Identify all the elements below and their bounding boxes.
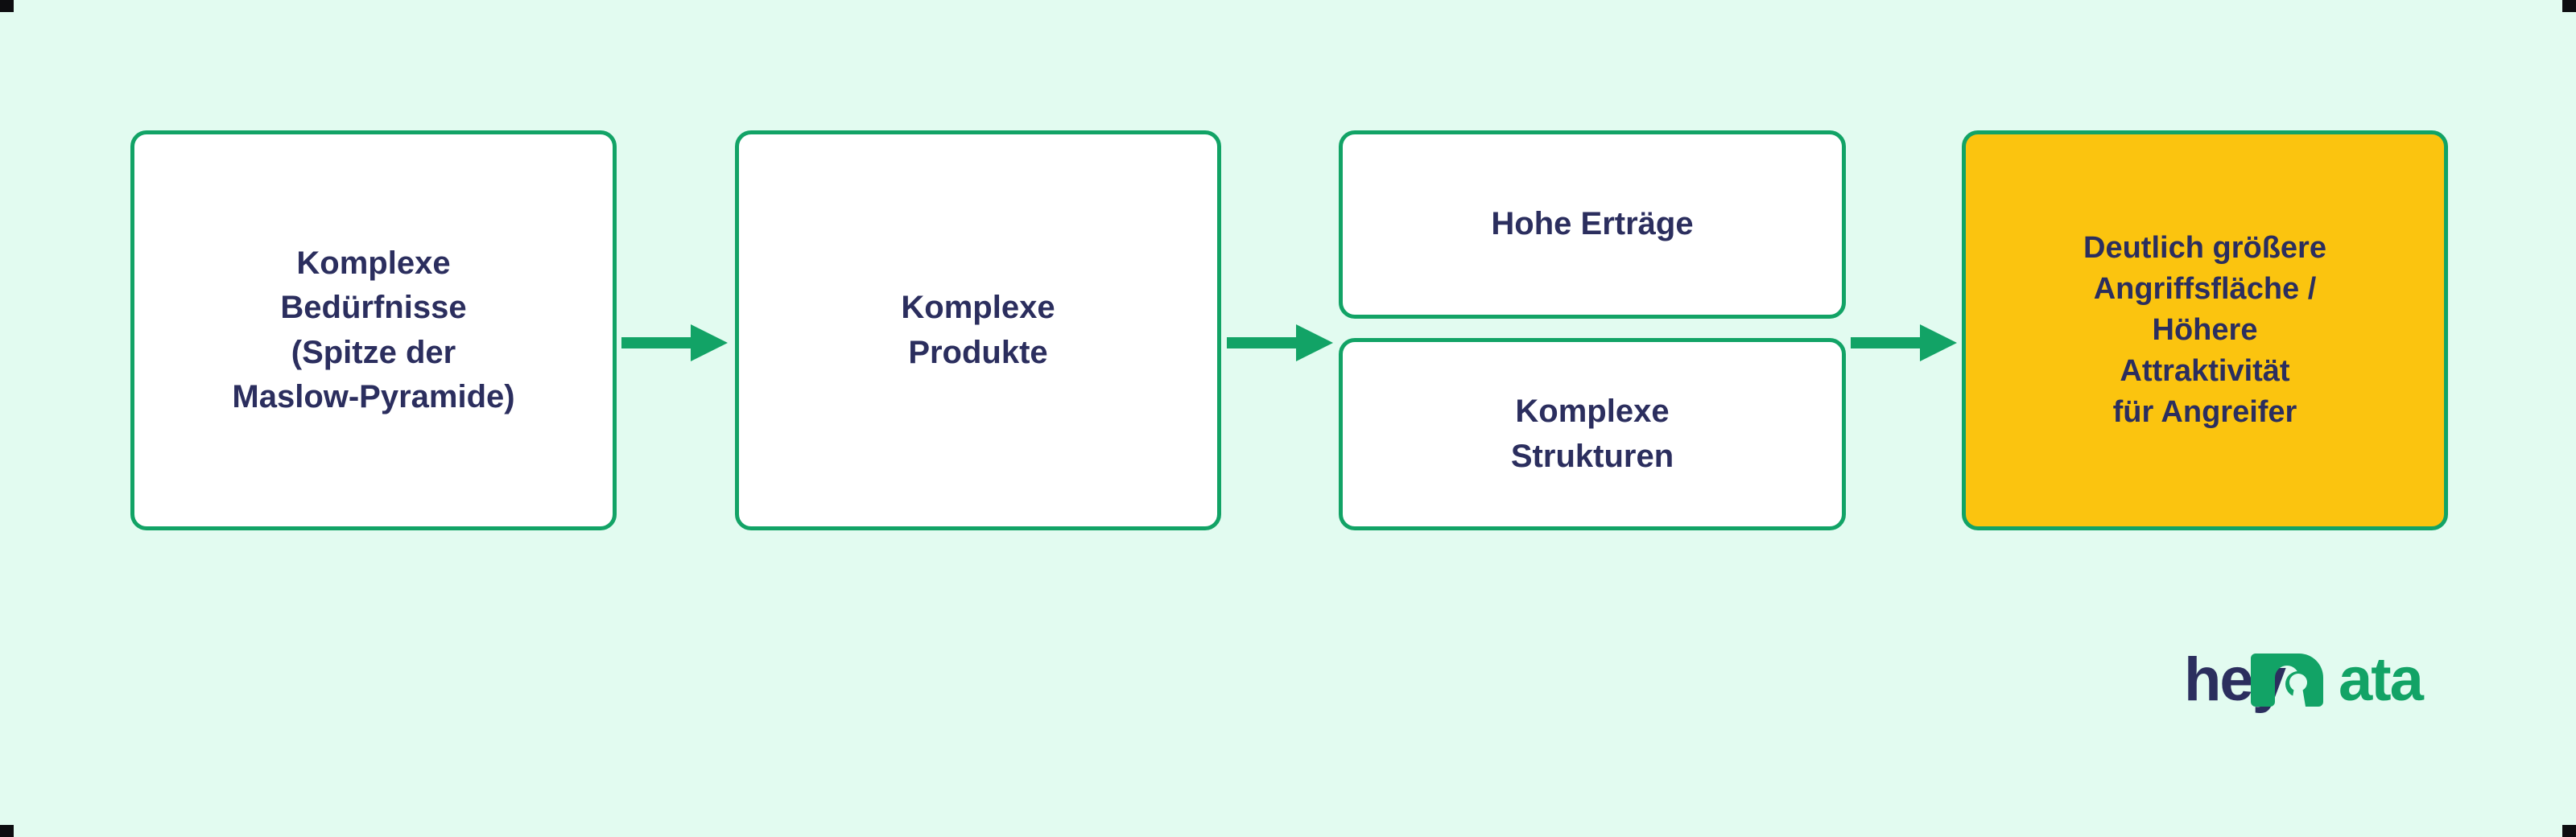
corner-artifact-top-right	[2562, 0, 2576, 12]
flow-box-line: Deutlich größere	[2083, 231, 2326, 266]
flow-box-line: Komplexe	[296, 245, 451, 282]
arrow-right-icon	[1227, 324, 1333, 361]
corner-artifact-bottom-right	[2562, 825, 2576, 837]
flow-box-line: Angriffsfläche /	[2093, 272, 2317, 307]
keyhole-d-icon	[2251, 654, 2323, 707]
flow-box-line: Bedürfnisse	[280, 290, 467, 326]
logo-text-ata: ata	[2339, 645, 2425, 714]
flow-box-attack-surface: Deutlich größere Angriffsfläche / Höhere…	[1962, 130, 2448, 530]
flow-box-line: Hohe Erträge	[1491, 206, 1694, 242]
flow-box-line: Maslow-Pyramide)	[232, 378, 515, 414]
flow-box-high-yields: Hohe Erträge	[1339, 130, 1846, 319]
flow-box-line: Höhere	[2152, 313, 2258, 348]
flow-box-line: Attraktivität	[2120, 353, 2290, 388]
flow-box-line: Komplexe	[1515, 394, 1670, 430]
flow-box-complex-products: Komplexe Produkte	[735, 130, 1221, 530]
corner-artifact-bottom-left	[0, 825, 14, 837]
heydata-logo: hey ata	[2184, 645, 2426, 714]
arrow-right-icon	[621, 324, 728, 361]
flow-box-complex-structures: Komplexe Strukturen	[1339, 338, 1846, 530]
flow-box-line: (Spitze der	[291, 334, 456, 370]
flow-box-line: Produkte	[908, 334, 1048, 370]
corner-artifact-top-left	[0, 0, 14, 12]
flow-box-line: Komplexe	[901, 290, 1055, 326]
flow-box-complex-needs: Komplexe Bedürfnisse (Spitze der Maslow-…	[130, 130, 617, 530]
arrow-right-icon	[1851, 324, 1957, 361]
flow-box-line: für Angreifer	[2112, 394, 2297, 429]
flow-box-line: Strukturen	[1510, 438, 1674, 474]
